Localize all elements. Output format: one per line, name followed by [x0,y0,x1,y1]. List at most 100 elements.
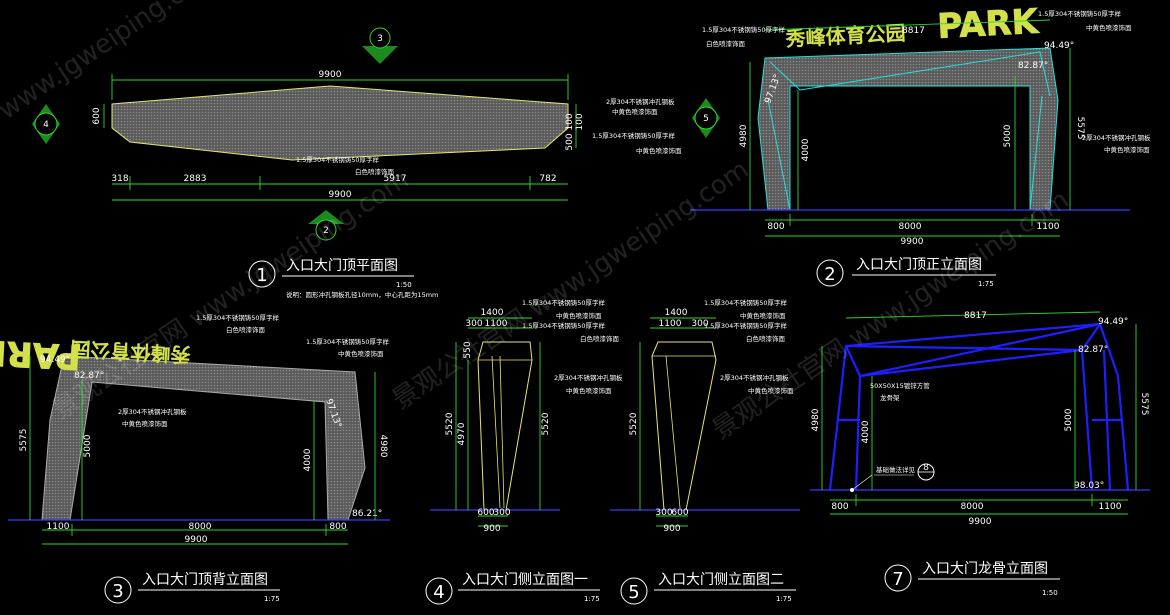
view-7-keel-elevation: 8817 94.49° 82.87° 98.03° 4980 4000 5000… [810,311,1150,597]
plan-sub-dim-3: 5917 [384,174,407,184]
side1-h-4: 5520 [541,412,551,435]
view-5-scale: 1:75 [776,595,792,603]
side1-bot-a: 600 [477,508,494,518]
back-note-2: 1.5厚304不锈钢铸50厚字样 [306,337,390,346]
back-note-1b: 白色喷漆饰面 [226,325,266,334]
side1-outline [477,341,533,511]
keel-h-left: 4980 [811,408,821,431]
front-angle-2: 82.87° [1018,61,1048,71]
side2-top: 1400 [665,308,688,318]
keel-angle-2: 82.87° [1078,345,1108,355]
plan-left-dim: 600 [92,107,102,124]
plan-explain: 说明：圆形冲孔钢板孔径10mm，中心孔距为15mm [286,290,438,299]
side2-bot-b: 600 [671,508,688,518]
side2-note-2b: 白色喷漆饰面 [746,334,786,343]
side2-bot-total: 900 [663,524,680,534]
front-frame [757,47,1059,211]
side1-note-2: 1.5厚304不锈钢铸50厚字样 [522,321,606,330]
view-1-title: 入口大门顶平面图 [286,258,398,274]
side1-top-a: 300 [465,319,482,329]
keel-b-left: 800 [831,502,848,512]
keel-note-1b: 龙骨架 [880,393,900,402]
plan-section-tag-top: 3 [362,27,398,64]
back-note-2b: 中黄色喷漆饰面 [338,349,384,358]
keel-detail-tag: 8 [917,463,935,481]
side2-h-1: 5520 [629,412,639,435]
back-b-right: 800 [329,522,346,532]
view-4-side-elevation-1: 1400 300 1100 550 5520 4970 5520 600 300… [425,298,623,605]
front-note-1: 1.5厚304不锈钢铸50厚字样 [702,25,786,34]
side1-h-3: 4970 [457,422,467,445]
view-1-scale: 1:50 [396,281,412,289]
front-note-3: 2厚304不锈钢冲孔钢板 [1082,133,1151,142]
back-frame [41,355,366,521]
plan-right-dim-3: 100 [575,113,585,130]
plan-sub-dim-4: 782 [539,174,556,184]
front-note-2: 1.5厚304不锈钢铸50厚字样 [1038,9,1122,18]
view-3-title: 入口大门顶背立面图 [142,572,268,588]
view-5-number: 5 [628,582,639,603]
side2-top-b: 300 [691,319,708,329]
plan-right-dim-1: 100 [565,113,575,130]
front-h-mid-2: 5000 [1003,124,1013,147]
view-3-number: 3 [112,581,123,602]
side2-note-3: 2厚304不锈钢冲孔钢板 [720,373,789,382]
front-sign-en: PARK [936,2,1040,47]
plan-section-tag-left: 4 [32,104,60,144]
side1-top: 1400 [481,308,504,318]
front-angle-1: 94.49° [1044,41,1074,51]
keel-h-right: 5575 [1139,393,1149,416]
side1-note-1b: 中黄色喷漆饰面 [556,311,602,320]
side1-h-1: 550 [463,341,473,358]
back-sign-en: PARK [0,331,82,376]
keel-note-2: 基础做法详见 [876,465,916,474]
view-4-number: 4 [433,582,444,603]
plan-top-dim: 9900 [319,70,342,80]
plan-note-2b: 中黄色喷漆饰面 [636,146,682,155]
back-b-total: 9900 [185,535,208,545]
front-b-total: 9900 [901,237,924,247]
back-angle-4: 86.21° [352,509,382,519]
plan-note-1b: 中黄色喷漆饰面 [612,107,658,116]
side2-bot-a: 300 [655,508,672,518]
keel-frame [828,322,1130,491]
plan-note-3: 1.5厚304不锈钢铸50厚字样 [296,155,380,164]
view-7-title: 入口大门龙骨立面图 [922,561,1048,577]
side1-note-3b: 中黄色喷漆饰面 [566,386,612,395]
view-2-scale: 1:75 [978,280,994,288]
back-angle-1: 94.49° [40,355,70,365]
front-note-2b: 中黄色喷漆饰面 [1086,23,1132,32]
front-b-left: 800 [767,222,784,232]
svg-text:5: 5 [703,114,709,124]
keel-b-total: 9900 [969,517,992,527]
view-5-side-elevation-2: 1400 1100 300 5520 300 600 900 1.5厚304不锈… [610,298,800,605]
back-b-mid: 8000 [189,522,212,532]
svg-text:2: 2 [323,226,329,236]
keel-angle-3: 98.03° [1074,481,1104,491]
keel-b-mid: 8000 [961,502,984,512]
keel-note-1: 50X50X15镀锌方管 [870,381,930,390]
side1-note-2b: 白色喷漆饰面 [580,334,620,343]
side1-h-2: 5520 [445,412,455,435]
back-h-left: 5575 [19,429,29,452]
front-b-right: 1100 [1037,222,1060,232]
keel-top-dim: 8817 [964,311,987,321]
view-1-plan: 9900 600 100 500 100 318 2883 5917 782 9… [32,27,720,299]
view-2-front-elevation: 秀峰体育公园 PARK 8817 94.49° 82.87° 97.13° 49… [690,1,1151,288]
side2-outline [651,341,717,511]
side2-note-3b: 中黄色喷漆饰面 [748,386,794,395]
plan-sub-dim-1: 318 [111,174,128,184]
front-h-mid-1: 4000 [801,138,811,161]
back-angle-2: 82.87° [74,371,104,381]
plan-bottom-dim: 9900 [329,190,352,200]
side1-bot-total: 900 [483,524,500,534]
back-h-mid-2: 4000 [303,448,313,471]
svg-text:8: 8 [923,463,929,473]
view-3-scale: 1:75 [264,595,280,603]
plan-note-3b: 白色喷漆饰面 [355,167,395,176]
side1-bot-b: 300 [493,508,510,518]
side1-top-b: 1100 [485,319,508,329]
front-b-mid: 8000 [899,222,922,232]
view-2-title: 入口大门顶正立面图 [856,257,982,273]
